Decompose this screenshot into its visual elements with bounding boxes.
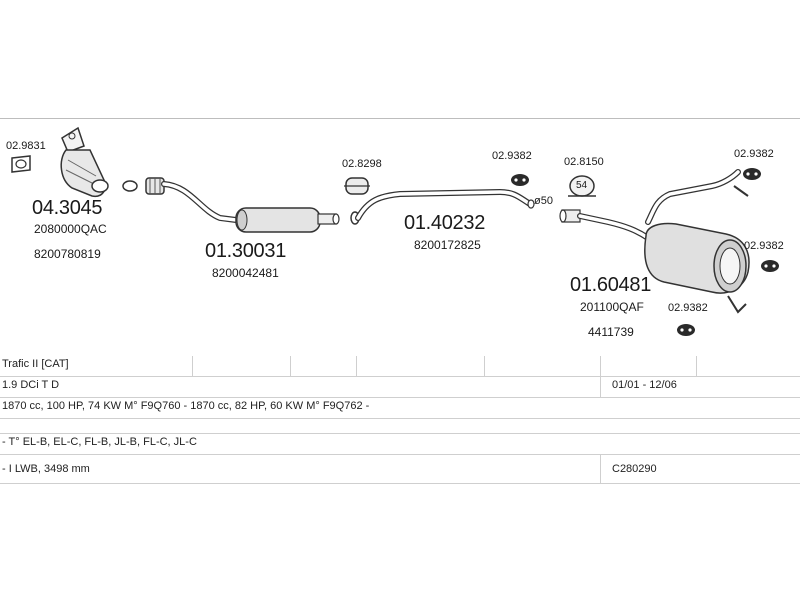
engine-cell: 1.9 DCi T D: [2, 379, 60, 391]
part-rear-silencer-number: 01.60481: [570, 274, 652, 296]
rubber-mount-bottom-icon: [677, 324, 695, 336]
wheelbase-cell: - I LWB, 3498 mm: [2, 463, 90, 475]
part-clamp-label: 02.8298: [342, 158, 382, 170]
part-catalyst-ref2: 8200780819: [34, 247, 101, 261]
part-rubber-mid-label: 02.9382: [492, 150, 532, 162]
table-row-model: Trafic II [CAT]: [0, 356, 800, 377]
table-row-wheelbase: - I LWB, 3498 mm C280290: [0, 455, 800, 484]
rubber-mount-right-icon: [761, 260, 779, 272]
years-cell: 01/01 - 12/06: [612, 379, 677, 391]
table-row-types: - T° EL-B, EL-C, FL-B, JL-B, FL-C, JL-C: [0, 434, 800, 455]
part-front-silencer-number: 01.30031: [205, 240, 287, 262]
part-mid-pipe-number: 01.40232: [404, 212, 486, 234]
table-row-engine: 1.9 DCi T D 01/01 - 12/06: [0, 377, 800, 398]
part-catalyst-number: 04.3045: [32, 197, 103, 219]
part-clamp-54-label: 02.8150: [564, 156, 604, 168]
top-divider: [0, 118, 800, 119]
model-cell: Trafic II [CAT]: [2, 358, 69, 370]
part-gasket-label: 02.9831: [6, 140, 46, 152]
front-silencer-icon: [161, 181, 340, 233]
mid-pipe-icon: [350, 188, 535, 225]
part-rear-silencer-ref1: 201100QAF: [580, 300, 644, 314]
rubber-mount-icon: [511, 174, 529, 186]
exhaust-drawing: [11, 126, 779, 336]
clamp-54-icon: [568, 175, 596, 197]
rubber-mount-top-icon: [743, 168, 761, 180]
code-cell: C280290: [612, 463, 657, 475]
part-rubber-right-label: 02.9382: [744, 240, 784, 252]
table-row-specs: 1870 cc, 100 HP, 74 KW M° F9Q760 - 1870 …: [0, 398, 800, 419]
specs-cell: 1870 cc, 100 HP, 74 KW M° F9Q760 - 1870 …: [2, 400, 370, 412]
table-row-spacer: [0, 419, 800, 434]
part-catalyst-ref1: 2080000QAC: [34, 222, 107, 236]
exhaust-diagram: 02.9831 04.3045 2080000QAC 8200780819 01…: [0, 118, 800, 339]
part-rubber-top-label: 02.9382: [734, 148, 774, 160]
part-rubber-bottom-label: 02.9382: [668, 302, 708, 314]
part-mid-pipe-ref: 8200172825: [414, 238, 481, 252]
gasket-icon: [11, 155, 31, 173]
part-rear-silencer-ref2: 4411739: [588, 325, 634, 339]
part-front-silencer-ref: 8200042481: [212, 266, 279, 280]
clamp-icon: [344, 177, 370, 195]
types-cell: - T° EL-B, EL-C, FL-B, JL-B, FL-C, JL-C: [2, 436, 197, 448]
catalytic-converter-icon: [60, 126, 109, 198]
flex-joint-icon: [122, 177, 165, 195]
clamp-size-label: 54: [576, 180, 588, 191]
pipe-diameter-label: ø50: [534, 195, 553, 207]
rear-silencer-icon: [559, 169, 750, 314]
